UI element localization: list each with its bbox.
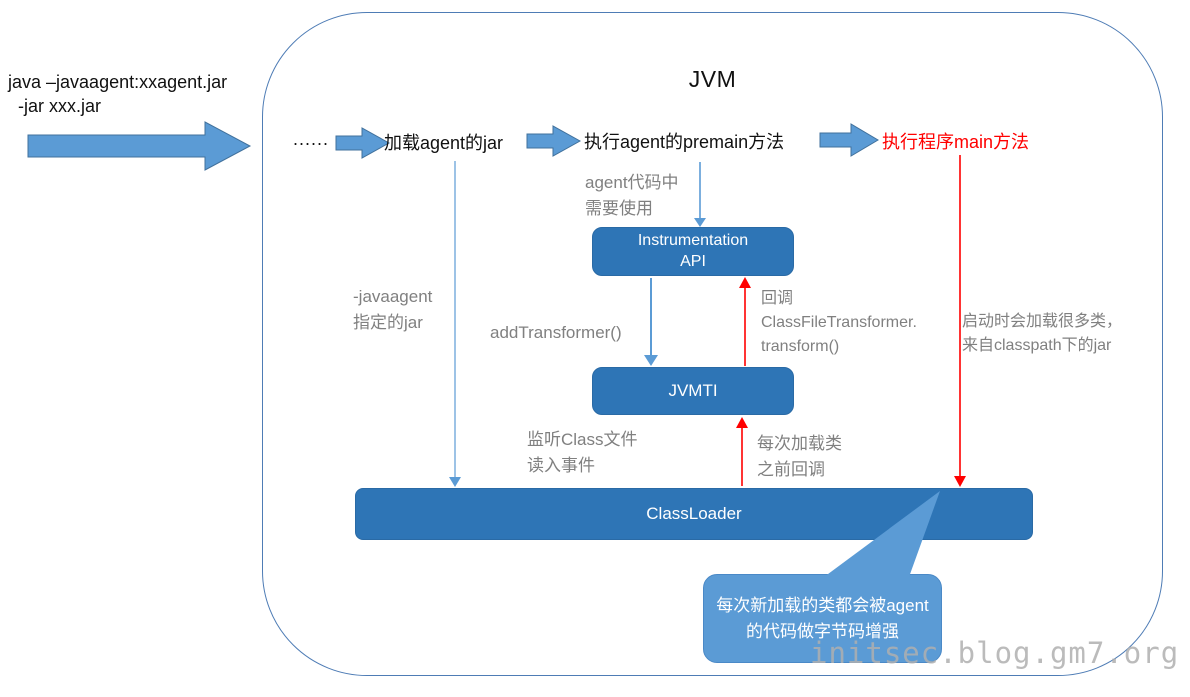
step-load-agent-jar: 加载agent的jar [384, 133, 504, 153]
jvmti-to-instrumentation-red-arrowhead-icon [739, 277, 751, 288]
java-command-line1: java –javaagent:xxagent.jar [8, 72, 228, 92]
label-listen-class-file: 监听Class文件 读入事件 [527, 430, 638, 475]
flow-dots: ...... [293, 129, 330, 149]
launch-arrow [27, 121, 252, 171]
label-add-transformer: addTransformer() [490, 323, 622, 342]
label-startup-classpath-load: 启动时会加载很多类， 来自classpath下的jar [962, 313, 1123, 354]
callout-bubble: 每次新加载的类都会被agent的代码做字节码增强 [703, 574, 942, 663]
label-each-class-load-callback: 每次加载类 之前回调 [757, 434, 842, 479]
agentjar-to-classloader-arrowhead-icon [449, 477, 461, 487]
classloader-bar: ClassLoader [355, 488, 1033, 540]
java-command-line2: -jar xxx.jar [18, 96, 102, 117]
instrumentation-api-box: Instrumentation API [592, 227, 794, 276]
flow-arrow-2 [526, 125, 582, 157]
watermark-text: initsec.blog.gm7.org [810, 636, 1180, 670]
instrumentation-to-jvmti-arrowhead-icon [644, 355, 658, 366]
step-exec-main: 执行程序main方法 [882, 132, 1030, 152]
flow-arrow-3 [819, 123, 879, 157]
step-exec-premain: 执行agent的premain方法 [584, 132, 785, 152]
flow-arrow-1 [335, 127, 391, 159]
label-callback-transform: 回调 ClassFileTransformer. transform() [761, 290, 917, 355]
jvm-title: JVM [688, 66, 737, 92]
label-agent-code-usage: agent代码中 需要使用 [585, 173, 679, 218]
label-javaagent-jar: -javaagent 指定的jar [353, 287, 433, 332]
classloader-to-jvmti-red-arrowhead-icon [736, 417, 748, 428]
jvm-container-outline [262, 12, 1163, 676]
jvmti-box: JVMTI [592, 367, 794, 415]
premain-to-instrumentation-arrowhead-icon [694, 218, 706, 227]
main-to-classloader-red-arrowhead-icon [954, 476, 966, 487]
java-command-text: java –javaagent:xxagent.jar -jar xxx.jar [8, 70, 227, 119]
